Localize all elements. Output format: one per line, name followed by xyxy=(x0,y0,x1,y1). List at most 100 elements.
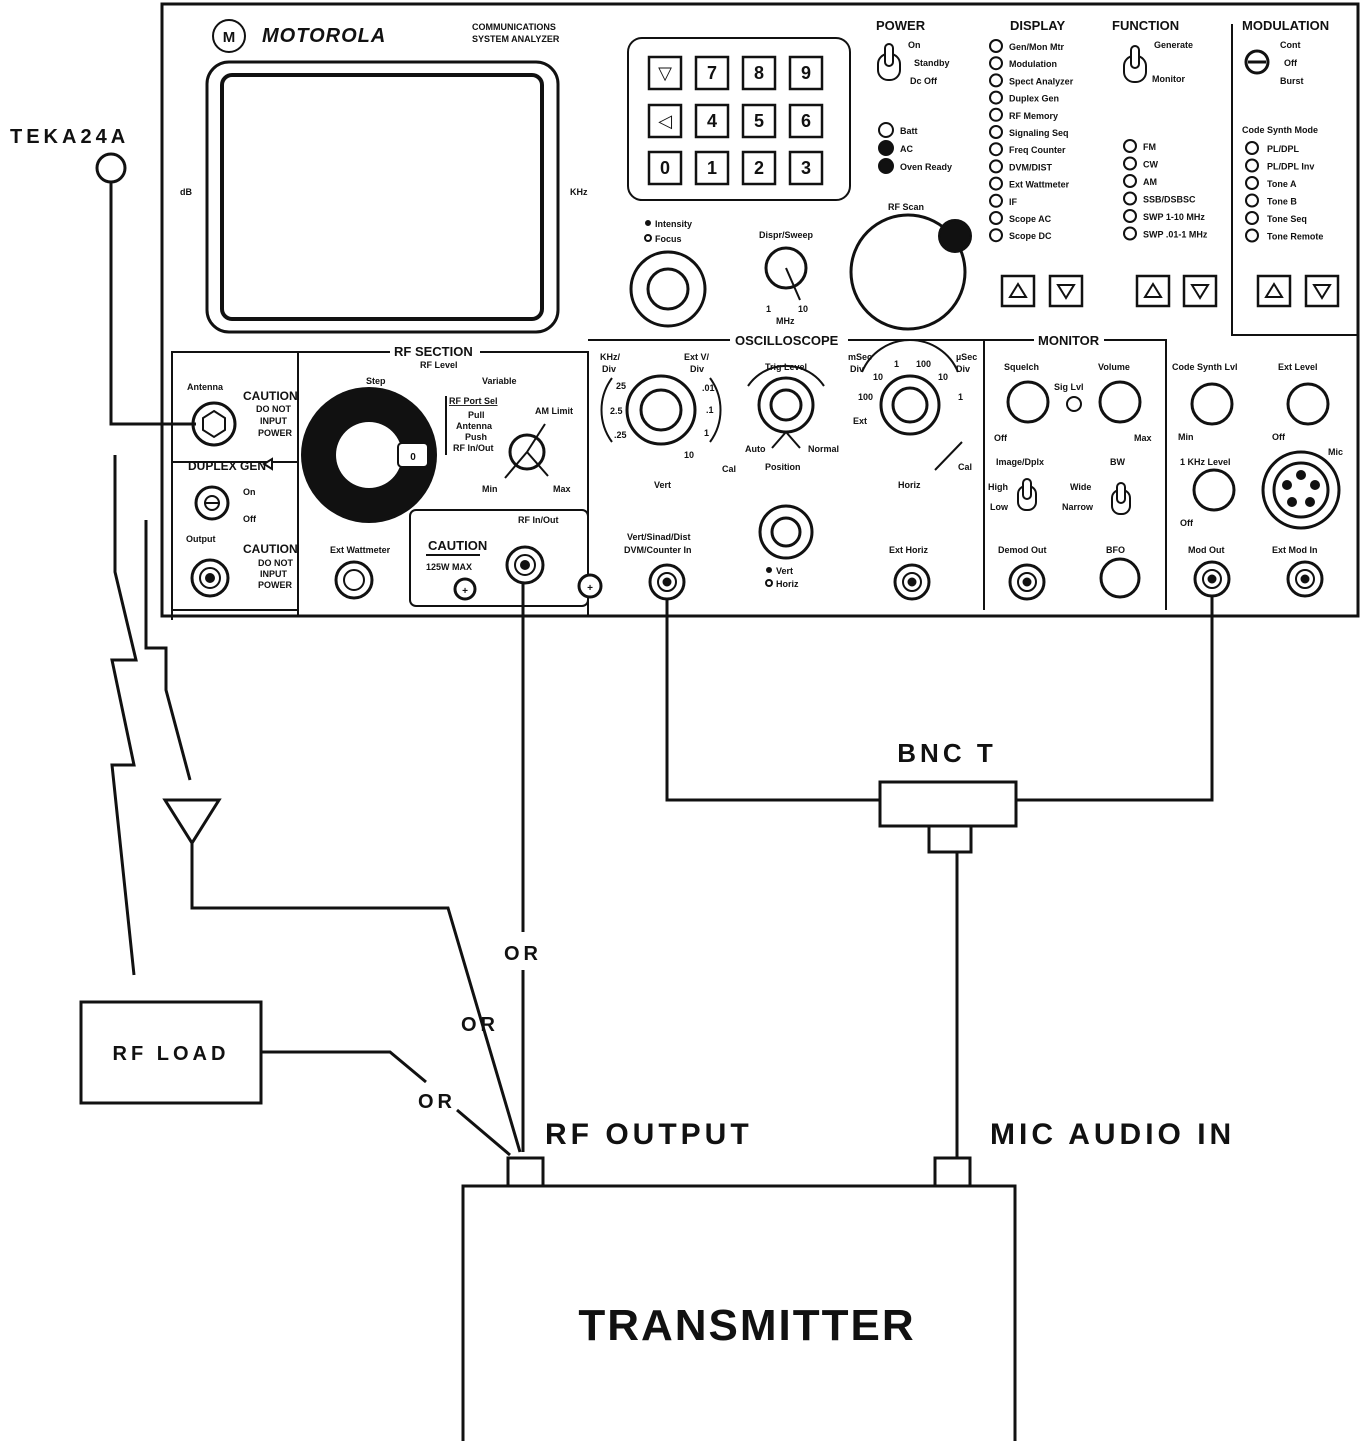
rf-output-label: RF OUTPUT xyxy=(545,1118,753,1151)
keypad-key[interactable] xyxy=(741,150,777,186)
function-led[interactable] xyxy=(1123,139,1137,153)
keypad-key[interactable] xyxy=(647,103,683,139)
display-led[interactable] xyxy=(989,107,1003,122)
svg-text:Auto: Auto xyxy=(745,444,766,454)
display-led[interactable] xyxy=(989,56,1003,71)
subtitle-2: SYSTEM ANALYZER xyxy=(472,34,560,44)
arrow-buttons xyxy=(1000,274,1340,308)
svg-text:1: 1 xyxy=(958,392,963,402)
triangle-up-icon xyxy=(1143,282,1163,298)
display-item-label: Freq Counter xyxy=(1009,145,1066,155)
display-led[interactable] xyxy=(989,90,1003,105)
svg-text:2.5: 2.5 xyxy=(610,406,623,416)
svg-text:Normal: Normal xyxy=(808,444,839,454)
svg-text:Monitor: Monitor xyxy=(1152,74,1185,84)
svg-text:MHz: MHz xyxy=(776,316,795,326)
rf-in-out-block xyxy=(409,509,589,607)
svg-text:Burst: Burst xyxy=(1280,76,1304,86)
bfo-knob[interactable] xyxy=(1099,557,1141,599)
triangle-up-icon xyxy=(1008,282,1028,298)
display-led[interactable] xyxy=(989,125,1003,139)
display-led[interactable] xyxy=(989,211,1003,225)
code-synth-led[interactable] xyxy=(1245,158,1259,173)
svg-text:Position: Position xyxy=(765,462,801,472)
up-button[interactable] xyxy=(1000,274,1036,308)
keypad-key-label: 8 xyxy=(754,63,764,83)
triangle-down-icon xyxy=(1312,284,1332,300)
up-button[interactable] xyxy=(1256,274,1292,308)
keypad-key-label: ▽ xyxy=(658,63,672,83)
svg-text:Max: Max xyxy=(1134,433,1152,443)
down-button[interactable] xyxy=(1304,274,1340,308)
keypad-key[interactable] xyxy=(788,103,824,139)
function-led[interactable] xyxy=(1123,191,1137,206)
svg-text:Code Synth Lvl: Code Synth Lvl xyxy=(1172,362,1238,372)
antenna-connector[interactable] xyxy=(191,401,237,447)
ext-level-knob[interactable] xyxy=(1286,382,1330,426)
keypad-frame xyxy=(627,37,851,201)
svg-text:Ext Wattmeter: Ext Wattmeter xyxy=(330,545,391,555)
svg-text:mSec: mSec xyxy=(848,352,872,362)
svg-text:Antenna: Antenna xyxy=(187,382,224,392)
svg-text:Off: Off xyxy=(1180,518,1194,528)
svg-text:On: On xyxy=(243,487,256,497)
teka24a-label: TEKA24A xyxy=(10,126,129,148)
display-item-label: RF Memory xyxy=(1009,111,1058,121)
display-led[interactable] xyxy=(989,142,1003,157)
svg-text:Div: Div xyxy=(956,364,970,374)
code-synth-led[interactable] xyxy=(1245,193,1259,208)
svg-text:Ext Mod In: Ext Mod In xyxy=(1272,545,1318,555)
svg-text:100: 100 xyxy=(916,359,931,369)
display-led[interactable] xyxy=(989,228,1003,243)
display-item-label: Spect Analyzer xyxy=(1009,76,1074,86)
down-button[interactable] xyxy=(1182,274,1218,308)
volume-knob[interactable] xyxy=(1098,380,1142,424)
keypad-key-label: 6 xyxy=(801,111,811,131)
display-led[interactable] xyxy=(989,176,1003,191)
rfscan-label: RF Scan xyxy=(888,202,924,212)
function-led[interactable] xyxy=(1123,174,1137,188)
code-synth-led[interactable] xyxy=(1245,228,1259,243)
function-led[interactable] xyxy=(1123,226,1137,241)
squelch-knob[interactable] xyxy=(1006,380,1050,424)
code-synth-lvl-knob[interactable] xyxy=(1190,382,1234,426)
code-synth-led[interactable] xyxy=(1245,176,1259,190)
keypad-key[interactable] xyxy=(647,55,683,91)
code-synth-led[interactable] xyxy=(1245,141,1259,155)
display-led[interactable] xyxy=(989,39,1003,53)
display-led[interactable] xyxy=(989,73,1003,88)
keypad-key[interactable] xyxy=(694,103,730,139)
keypad-key[interactable] xyxy=(694,55,730,91)
svg-text:RF In/Out: RF In/Out xyxy=(518,515,559,525)
svg-text:Ext V/: Ext V/ xyxy=(684,352,710,362)
dispr-label: Dispr/Sweep xyxy=(759,230,814,240)
keypad-key[interactable] xyxy=(788,55,824,91)
focus-label: Focus xyxy=(655,234,682,244)
1khz-level-knob[interactable] xyxy=(1192,468,1236,512)
keypad-key[interactable] xyxy=(788,150,824,186)
triangle-down-icon xyxy=(1056,284,1076,300)
svg-text:CAUTION: CAUTION xyxy=(428,538,487,553)
svg-text:Horiz: Horiz xyxy=(898,480,921,490)
svg-text:Max: Max xyxy=(553,484,571,494)
display-led[interactable] xyxy=(989,159,1003,174)
rf-scan-knob[interactable] xyxy=(849,213,967,331)
keypad-key[interactable] xyxy=(741,103,777,139)
code-synth-led[interactable] xyxy=(1245,211,1259,225)
ext-wattmeter-connector[interactable] xyxy=(334,560,374,600)
svg-text:Oven Ready: Oven Ready xyxy=(900,162,952,172)
function-led[interactable] xyxy=(1123,209,1137,223)
keypad-key[interactable] xyxy=(694,150,730,186)
display-led[interactable] xyxy=(989,193,1003,208)
function-led[interactable] xyxy=(1123,156,1137,171)
svg-text:Div: Div xyxy=(602,364,616,374)
keypad-key[interactable] xyxy=(647,150,683,186)
keypad-key-label: ◁ xyxy=(658,111,672,131)
up-button[interactable] xyxy=(1135,274,1171,308)
oscilloscope-title: OSCILLOSCOPE xyxy=(735,333,839,348)
keypad-key[interactable] xyxy=(741,55,777,91)
down-button[interactable] xyxy=(1048,274,1084,308)
svg-text:1: 1 xyxy=(766,304,771,314)
code-synth-item-label: Tone A xyxy=(1267,179,1297,189)
